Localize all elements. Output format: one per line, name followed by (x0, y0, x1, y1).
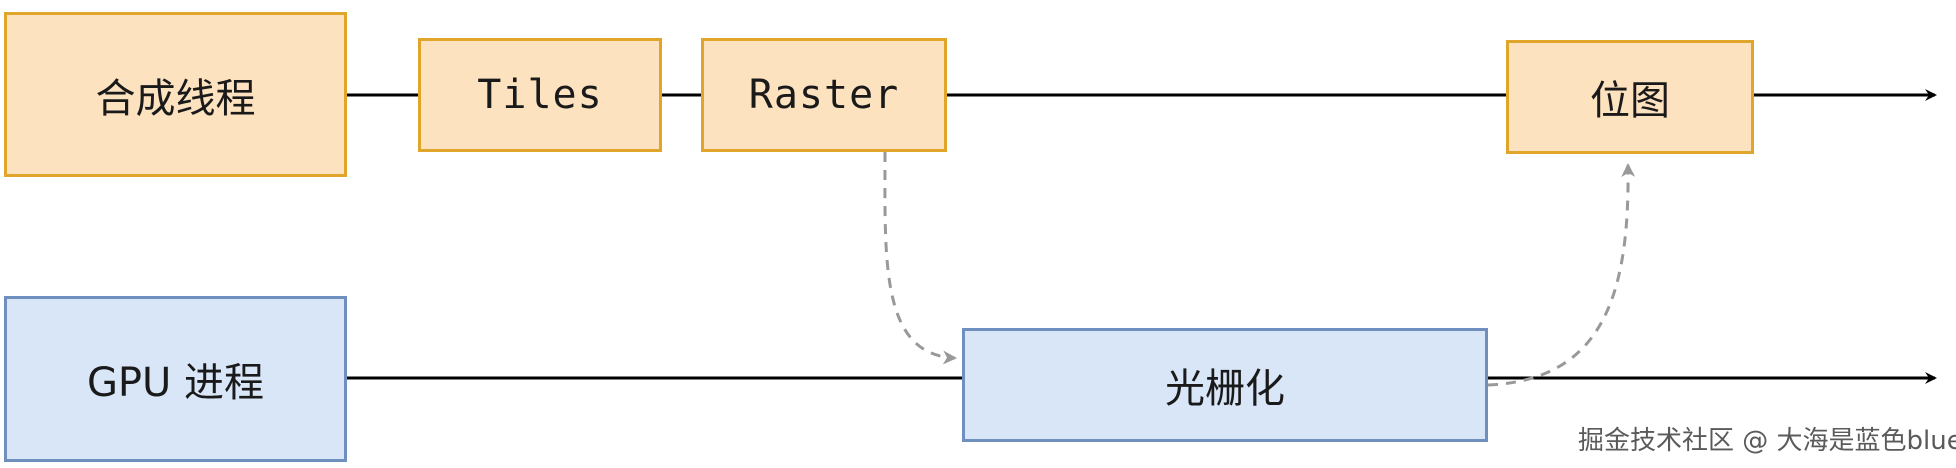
gpu-process-box: GPU 进程 (4, 296, 347, 462)
watermark: 掘金技术社区 @ 大海是蓝色blue (1578, 426, 1956, 456)
rasterization-label: 光栅化 (1165, 366, 1285, 412)
bitmap-label: 位图 (1590, 78, 1670, 124)
rasterization-box: 光栅化 (962, 328, 1488, 442)
composite-thread-label: 合成线程 (95, 75, 256, 122)
dashed-arrow-rasterization-to-bitmap (1487, 163, 1636, 387)
tiles-label: Tiles (477, 72, 603, 118)
bitmap-box: 位图 (1506, 40, 1754, 154)
raster-box: Raster (701, 38, 947, 152)
composite-thread-box: 合成线程 (4, 12, 347, 177)
tiles-box: Tiles (418, 38, 662, 152)
raster-label: Raster (748, 72, 900, 118)
dashed-arrow-raster-to-rasterization (883, 151, 957, 365)
gpu-process-label: GPU 进程 (86, 360, 265, 406)
